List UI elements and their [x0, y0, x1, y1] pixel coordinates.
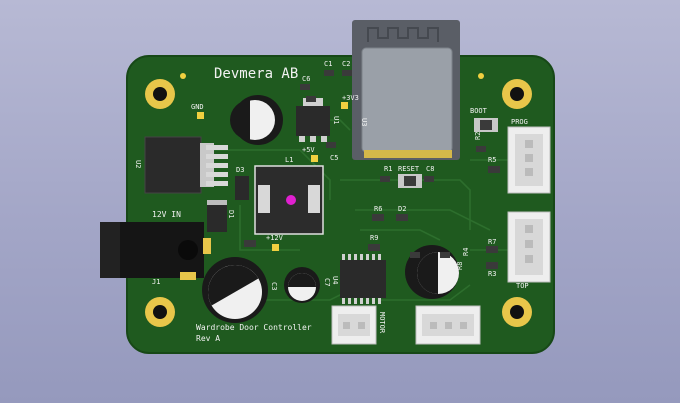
mounting-hole-icon: [145, 79, 175, 109]
dc-jack-j1[interactable]: [100, 222, 211, 280]
reset-label: RESET: [398, 165, 420, 173]
capacitor-c-top[interactable]: [230, 95, 283, 145]
ref-j1: J1: [152, 278, 160, 286]
ref-r8: R8: [456, 262, 464, 270]
v5-label: +5V: [302, 146, 315, 154]
top-connector[interactable]: [507, 211, 551, 283]
ref-c2: C2: [342, 60, 350, 68]
board-title: Wardrobe Door Controller: [196, 323, 312, 332]
capacitor-right[interactable]: [405, 245, 459, 299]
smd-parts: [244, 70, 500, 269]
diode-d1[interactable]: [207, 200, 227, 232]
ic-u4[interactable]: [340, 254, 386, 304]
ref-r5: R5: [488, 156, 496, 164]
ref-c5: C5: [330, 154, 338, 162]
regulator-u2[interactable]: [144, 136, 228, 194]
ref-c1: C1: [324, 60, 332, 68]
motor-connector[interactable]: [331, 305, 377, 345]
ref-r9: R9: [370, 234, 378, 242]
capacitor-large[interactable]: [198, 255, 268, 323]
ref-r3: R3: [488, 270, 496, 278]
esp32-module[interactable]: [352, 20, 460, 160]
top-label: TOP: [516, 282, 529, 290]
ref-r6: R6: [374, 205, 382, 213]
capacitor-c3[interactable]: [284, 267, 320, 303]
ref-c7: C7: [323, 278, 331, 286]
gnd-label: GND: [191, 103, 204, 111]
ref-d2: D2: [398, 205, 406, 213]
prog-label: PROG: [511, 118, 528, 126]
ref-l1: L1: [285, 156, 293, 164]
ref-c8: C8: [426, 165, 434, 173]
ref-u3: U3: [360, 118, 368, 126]
v3v3-label: +3V3: [342, 94, 359, 102]
ref-c3: C3: [270, 282, 278, 290]
board-revision: Rev A: [196, 334, 220, 343]
boot-label: BOOT: [470, 107, 488, 115]
test-pads: [180, 73, 484, 251]
connector-bottom-right[interactable]: [415, 305, 481, 345]
ref-u1: U1: [332, 116, 340, 124]
ref-u2: U2: [134, 160, 142, 168]
mounting-hole-icon: [502, 297, 532, 327]
diode-d3[interactable]: [235, 176, 249, 200]
v12-label: +12V: [266, 234, 284, 242]
ref-d3: D3: [236, 166, 244, 174]
ref-r2: R2: [474, 132, 482, 140]
in12-label: 12V IN: [152, 210, 181, 219]
ref-r1: R1: [384, 165, 392, 173]
wifi-antenna-icon: [367, 27, 439, 42]
inductor-l1[interactable]: [254, 165, 324, 235]
motor-label: MOTOR: [378, 312, 386, 334]
prog-connector[interactable]: [507, 126, 551, 194]
ref-r4: R4: [462, 248, 470, 256]
ref-r7: R7: [488, 238, 496, 246]
company-label: Devmera AB: [214, 66, 298, 82]
ref-u4: U4: [331, 276, 339, 284]
mounting-hole-icon: [145, 297, 175, 327]
ref-d1: D1: [227, 210, 235, 218]
mounting-hole-icon: [502, 79, 532, 109]
ref-c6: C6: [302, 75, 310, 83]
boot-button[interactable]: [474, 118, 498, 132]
reset-button[interactable]: [398, 174, 422, 188]
